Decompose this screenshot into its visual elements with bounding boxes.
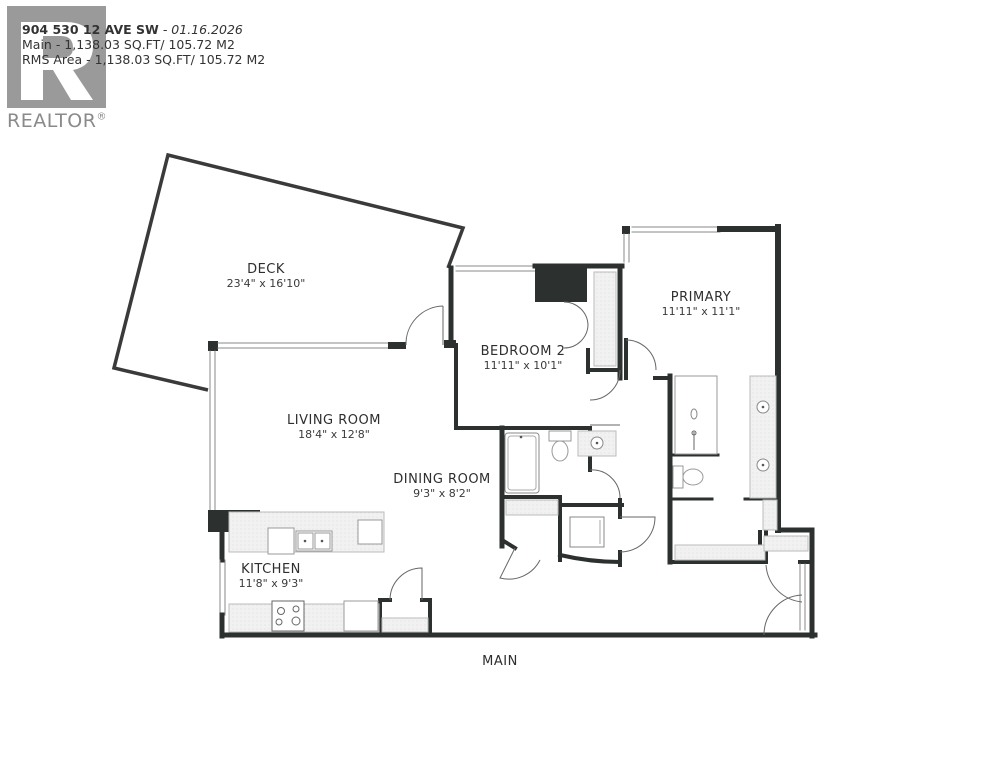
room-label-bedroom-2: BEDROOM 2 11'11" x 10'1": [480, 344, 566, 372]
room-label-primary: PRIMARY 11'11" x 11'1": [661, 290, 741, 318]
realtor-logo-mark: [7, 6, 106, 108]
kitchen-fixtures: [228, 511, 429, 633]
floor-label: MAIN: [482, 654, 518, 669]
deck: [111, 152, 466, 392]
room-label-deck: DECK 23'4" x 16'10": [226, 262, 306, 290]
door-swings: [389, 301, 803, 636]
realtor-r-icon: [21, 22, 93, 100]
realtor-wordmark: REALTOR®: [7, 110, 107, 132]
main-area: Main - 1,138.03 SQ.FT/ 105.72 M2: [22, 37, 235, 52]
room-label-dining-room: DINING ROOM 9'3" x 8'2": [393, 472, 491, 500]
room-label-living-room: LIVING ROOM 18'4" x 12'8": [287, 413, 381, 441]
plan-date: - 01.16.2026: [162, 22, 243, 37]
bedroom2-closet: [593, 271, 617, 367]
ensuite-fixtures: [672, 375, 809, 561]
rms-area: RMS Area - 1,138.03 SQ.FT/ 105.72 M2: [22, 52, 266, 67]
walls: [208, 224, 818, 639]
address-line: 904 530 12 AVE SW - 01.16.2026: [22, 22, 265, 37]
main-bath-fixtures: [504, 430, 617, 548]
room-label-kitchen: KITCHEN 11'8" x 9'3": [238, 562, 304, 590]
listing-header: 904 530 12 AVE SW - 01.16.2026 Main - 1,…: [22, 22, 265, 67]
address: 904 530 12 AVE SW: [22, 22, 159, 37]
